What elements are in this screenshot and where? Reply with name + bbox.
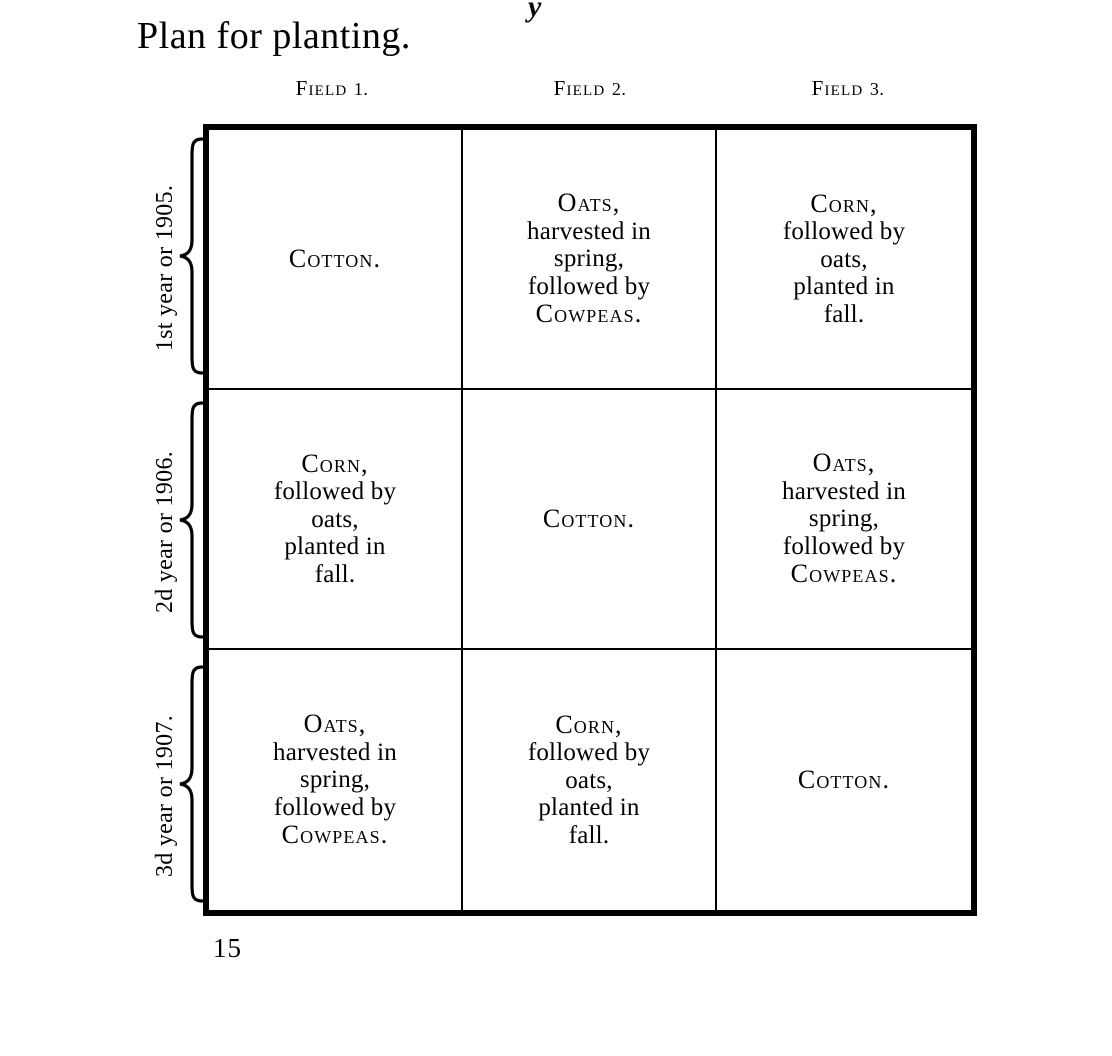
row-label-year-3: 3d year or 1907.: [152, 714, 178, 878]
cell-text-line: planted in: [793, 273, 895, 301]
cell-text-line: followed by: [527, 739, 651, 767]
cell-text-line: spring,: [553, 245, 625, 273]
cell-text-line: followed by: [273, 478, 397, 506]
row-label-slot-year-2: 2d year or 1906.: [126, 388, 204, 652]
row-brace-year-2: [178, 400, 204, 640]
table-cell-r3-c3: Cotton.: [717, 650, 971, 910]
column-header-field-2: Field 2.: [461, 78, 719, 99]
cell-text-line: Corn,: [810, 188, 878, 218]
cell-text-line: followed by: [273, 793, 397, 821]
table-cell-r1-c1: Cotton.: [209, 130, 463, 390]
page-title: Plan for planting.: [137, 15, 411, 57]
cell-crop-cotton: Cotton.: [288, 243, 382, 274]
table-cell-r2-c2: Cotton.: [463, 390, 717, 650]
cell-text-line: Oats,: [812, 448, 876, 478]
cell-text-line: fall.: [568, 821, 610, 849]
column-header-number: 1.: [353, 79, 369, 99]
cell-text-line: oats,: [565, 766, 613, 794]
column-header-number: 3.: [869, 79, 885, 99]
cell-text-line: followed by: [527, 272, 651, 300]
cell-text-line: fall.: [823, 300, 865, 328]
cell-text-line: harvested in: [782, 477, 906, 505]
row-label-year-1: 1st year or 1905.: [152, 184, 178, 352]
row-label-column: 1st year or 1905. 2d year or 1906. 3d ye…: [126, 124, 204, 916]
column-header-label: Field: [811, 76, 864, 100]
cell-text-line: Cotton.: [542, 503, 636, 533]
page-number: 15: [213, 933, 242, 963]
cell-text-line: fall.: [314, 560, 356, 588]
column-header-label: Field: [553, 76, 606, 100]
cell-text-line: followed by: [782, 218, 906, 246]
row-brace-year-1: [178, 136, 204, 376]
cell-text-line: followed by: [782, 532, 906, 560]
cell-text-line: planted in: [538, 794, 640, 822]
column-header-number: 2.: [611, 79, 627, 99]
column-header-row: Field 1. Field 2. Field 3.: [203, 78, 977, 99]
cell-text-line: Cotton.: [797, 764, 891, 794]
row-label-year-2: 2d year or 1906.: [152, 450, 178, 614]
cell-text-line: spring,: [808, 505, 880, 533]
cell-crop-cotton: Cotton.: [797, 764, 891, 795]
cell-crop-cotton: Cotton.: [542, 503, 636, 534]
cell-text-line: Cowpeas.: [790, 559, 898, 589]
row-label-slot-year-1: 1st year or 1905.: [126, 124, 204, 388]
cell-text-line: oats,: [311, 505, 359, 533]
row-label-slot-year-3: 3d year or 1907.: [126, 652, 204, 916]
cell-text-line: Corn,: [555, 709, 623, 739]
cell-text-line: Oats,: [303, 709, 367, 739]
cell-text-line: Cowpeas.: [281, 820, 389, 850]
cell-text-line: harvested in: [273, 738, 397, 766]
cell-text-line: oats,: [820, 245, 868, 273]
cell-text-line: Cowpeas.: [535, 299, 643, 329]
column-header-field-3: Field 3.: [719, 78, 977, 99]
cell-text-line: harvested in: [527, 217, 651, 245]
cell-text-line: Corn,: [301, 448, 369, 478]
cell-text-line: planted in: [284, 533, 386, 561]
column-header-label: Field: [295, 76, 348, 100]
cell-text-line: spring,: [299, 766, 371, 794]
row-brace-year-3: [178, 664, 204, 904]
column-header-field-1: Field 1.: [203, 78, 461, 99]
cell-text-line: Cotton.: [288, 243, 382, 273]
cell-text-line: Oats,: [557, 188, 621, 218]
scan-artifact-mark: y: [528, 0, 541, 23]
